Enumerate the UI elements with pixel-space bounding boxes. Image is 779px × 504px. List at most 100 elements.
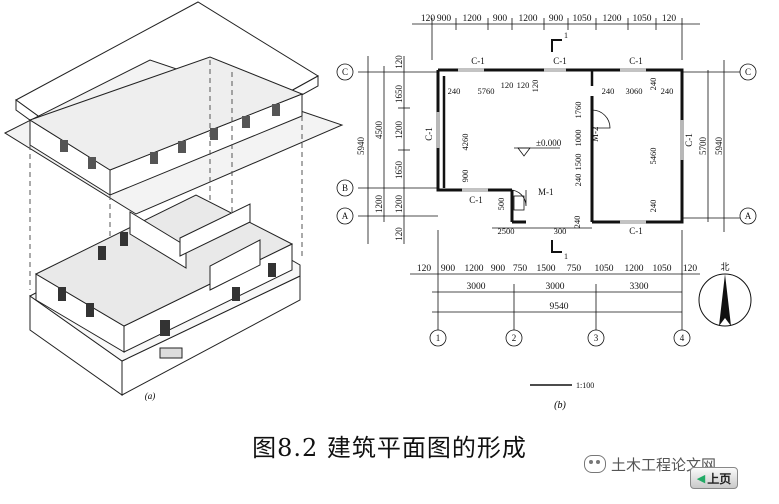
svg-text:C-1: C-1: [684, 133, 694, 147]
interior-dims: 240 5760 120 120 120 240 3060 240 240 42…: [448, 78, 674, 236]
svg-text:1500: 1500: [573, 154, 583, 171]
svg-text:3060: 3060: [626, 86, 643, 96]
back-button[interactable]: ◀上页: [690, 467, 738, 489]
svg-text:120: 120: [517, 80, 530, 90]
svg-text:300: 300: [554, 226, 567, 236]
svg-text:120: 120: [394, 55, 404, 69]
svg-text:750: 750: [513, 264, 528, 274]
entrance-step-plan: [513, 195, 525, 211]
svg-text:1: 1: [436, 333, 441, 343]
isometric-view: [3, 1, 344, 396]
svg-text:3000: 3000: [546, 282, 565, 292]
svg-text:120: 120: [683, 264, 698, 274]
svg-text:1500: 1500: [537, 264, 556, 274]
svg-text:4: 4: [680, 333, 685, 343]
svg-text:1: 1: [564, 31, 568, 40]
section-marks: [551, 39, 562, 253]
right-label: (b): [554, 400, 566, 411]
svg-text:C-1: C-1: [553, 56, 567, 66]
svg-text:900: 900: [460, 170, 470, 183]
svg-text:1200: 1200: [603, 14, 622, 24]
bottom-dims: 120 900 1200 900 750 1500 750 1050 1200 …: [417, 264, 698, 312]
svg-text:1: 1: [564, 252, 568, 261]
svg-text:750: 750: [567, 264, 582, 274]
svg-text:5700: 5700: [698, 137, 708, 156]
upper-window-notches: [60, 104, 280, 169]
svg-text:1200: 1200: [465, 264, 484, 274]
watermark: 土木工程论文网: [584, 454, 716, 475]
window-symbols: [436, 68, 684, 224]
svg-text:B: B: [342, 183, 348, 193]
svg-text:A: A: [342, 211, 349, 221]
svg-text:1650: 1650: [394, 161, 404, 180]
svg-text:1200: 1200: [463, 14, 482, 24]
svg-text:5460: 5460: [648, 148, 658, 165]
top-dims: 120 900 1200 900 1200 900 1050 1200 1050…: [421, 14, 677, 24]
right-dims: 5700 5940: [698, 137, 724, 156]
elevation-marker: ±0.000: [514, 138, 562, 157]
wechat-icon: [584, 455, 606, 473]
svg-text:1050: 1050: [633, 14, 652, 24]
svg-text:5940: 5940: [714, 137, 724, 156]
svg-text:±0.000: ±0.000: [536, 138, 562, 148]
row-axis-labels: C B A C A: [342, 67, 752, 221]
svg-text:1200: 1200: [394, 121, 404, 140]
svg-text:240: 240: [648, 78, 658, 91]
section-numbers: 1 1: [564, 31, 568, 261]
right-dim-lines: [682, 60, 740, 232]
svg-text:120: 120: [662, 14, 677, 24]
column-axis-labels: 1 2 3 4: [436, 333, 685, 343]
svg-text:5940: 5940: [356, 137, 366, 156]
svg-text:240: 240: [648, 200, 658, 213]
door-m2-swing: [591, 109, 611, 129]
svg-text:C-1: C-1: [424, 127, 434, 141]
svg-text:2: 2: [512, 333, 517, 343]
svg-text:120: 120: [421, 14, 436, 24]
svg-text:A: A: [745, 211, 752, 221]
left-dims: 120 1650 1200 1650 1200 120 4500 1200 59…: [356, 55, 404, 241]
north-arrow: 北: [698, 262, 752, 327]
back-arrow-icon: ◀: [696, 471, 706, 485]
svg-text:1000: 1000: [573, 130, 583, 147]
svg-text:120: 120: [417, 264, 432, 274]
svg-text:4500: 4500: [374, 121, 384, 140]
svg-text:M-2: M-2: [590, 127, 600, 143]
svg-text:1:100: 1:100: [576, 381, 594, 390]
bottom-dim-lines: [410, 230, 700, 330]
scale-bar: 1:100: [530, 381, 594, 390]
svg-text:1760: 1760: [573, 102, 583, 119]
svg-text:240: 240: [661, 86, 674, 96]
svg-text:3300: 3300: [630, 282, 649, 292]
svg-text:2500: 2500: [498, 226, 515, 236]
entrance-step: [159, 347, 183, 359]
svg-text:1200: 1200: [625, 264, 644, 274]
svg-text:C: C: [745, 67, 751, 77]
svg-text:900: 900: [437, 14, 452, 24]
svg-text:北: 北: [720, 262, 729, 272]
svg-text:900: 900: [493, 14, 508, 24]
svg-text:3: 3: [594, 333, 599, 343]
svg-text:1200: 1200: [519, 14, 538, 24]
top-dim-ticks: [431, 18, 683, 60]
svg-text:900: 900: [441, 264, 456, 274]
svg-text:240: 240: [448, 86, 461, 96]
back-button-label: 上页: [707, 471, 732, 486]
svg-text:500: 500: [496, 198, 506, 211]
figure-caption: 图8.2 建筑平面图的形成: [252, 434, 527, 462]
svg-text:1200: 1200: [394, 195, 404, 214]
svg-text:900: 900: [549, 14, 564, 24]
svg-text:1650: 1650: [394, 85, 404, 104]
svg-text:5760: 5760: [478, 86, 495, 96]
left-dim-lines: [358, 56, 438, 244]
svg-text:C: C: [342, 67, 348, 77]
svg-text:240: 240: [573, 174, 583, 187]
svg-text:240: 240: [572, 216, 582, 229]
svg-text:900: 900: [491, 264, 506, 274]
left-label: (a): [145, 391, 156, 401]
column-axes: [429, 329, 691, 347]
door-labels: M-1 M-2: [538, 127, 600, 198]
svg-text:C-1: C-1: [469, 195, 483, 205]
upper-walls-top: [28, 56, 304, 171]
